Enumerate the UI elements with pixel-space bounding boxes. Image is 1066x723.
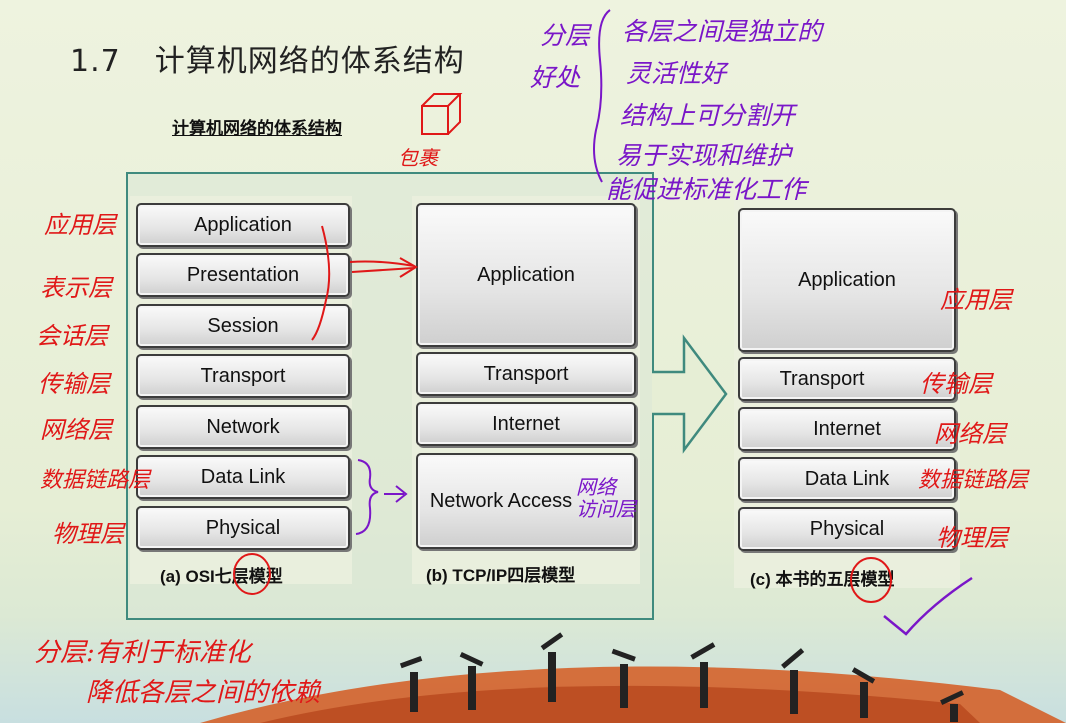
brace-arrow-icon xyxy=(384,485,408,503)
note-presentation-layer: 表示层 xyxy=(40,274,112,302)
note-benefit-2: 灵活性好 xyxy=(626,59,727,88)
note-bottom-2: 降低各层之间的依赖 xyxy=(86,678,321,708)
note-network-access: 网络 访问层 xyxy=(576,475,636,521)
figures-illustration xyxy=(399,632,964,722)
five-layer-transport: Transport xyxy=(738,357,956,401)
five-layer-physical: Physical xyxy=(738,507,956,551)
note-benefit-3: 结构上可分割开 xyxy=(620,101,796,130)
circle-mark-seven xyxy=(233,553,271,595)
tcpip-layer-network-access: Network Access xyxy=(416,453,636,549)
section-title: 计算机网络的体系结构 xyxy=(154,44,465,79)
osi-upper-brace xyxy=(311,225,331,341)
five-layer-internet: Internet xyxy=(738,407,956,451)
tcpip-layer-transport: Transport xyxy=(416,352,636,396)
five-caption: (c) 本书的五层模型 xyxy=(750,570,895,589)
note-right-transport: 传输层 xyxy=(920,370,992,398)
notes-bracket xyxy=(593,9,611,183)
note-network-layer: 网络层 xyxy=(40,416,112,444)
circle-mark-five xyxy=(850,557,892,603)
note-bottom-1: 分层:有利于标准化 xyxy=(34,638,251,668)
note-layering: 分层 xyxy=(540,21,591,50)
note-right-data-link: 数据链路层 xyxy=(918,468,1029,493)
note-benefits: 好处 xyxy=(530,63,581,92)
five-layer-data-link: Data Link xyxy=(738,457,956,501)
note-application-layer: 应用层 xyxy=(44,211,116,239)
transition-arrow xyxy=(652,334,728,454)
note-right-application: 应用层 xyxy=(940,286,1012,314)
section-number: 1.7 xyxy=(70,44,121,79)
osi-layer-network: Network xyxy=(136,405,350,449)
osi-lower-brace xyxy=(355,459,379,535)
osi-layer-transport: Transport xyxy=(136,354,350,398)
note-data-link-layer: 数据链路层 xyxy=(40,468,151,493)
osi-layer-session: Session xyxy=(136,304,350,348)
osi-caption: (a) OSI七层模型 xyxy=(160,567,283,586)
tcpip-layer-internet: Internet xyxy=(416,402,636,446)
note-physical-layer: 物理层 xyxy=(52,520,124,548)
osi-layer-presentation: Presentation xyxy=(136,253,350,297)
note-benefit-5: 能促进标准化工作 xyxy=(606,175,807,204)
osi-layer-data-link: Data Link xyxy=(136,455,350,499)
figure-subtitle: 计算机网络的体系结构 xyxy=(172,119,342,138)
mapping-arrow-icon xyxy=(349,257,418,278)
note-right-network: 网络层 xyxy=(934,420,1006,448)
osi-layer-application: Application xyxy=(136,203,350,247)
tcpip-layer-application: Application xyxy=(416,203,636,347)
page-title: 1.7 计算机网络的体系结构 xyxy=(70,36,465,80)
note-package: 包裹 xyxy=(398,146,438,170)
check-mark-icon xyxy=(883,576,973,636)
note-transport-layer: 传输层 xyxy=(38,370,110,398)
cube-sketch-icon xyxy=(421,93,463,135)
five-layer-application: Application xyxy=(738,208,956,352)
tcpip-caption: (b) TCP/IP四层模型 xyxy=(426,566,576,585)
osi-layer-physical: Physical xyxy=(136,506,350,550)
note-benefit-4: 易于实现和维护 xyxy=(616,141,792,170)
note-session-layer: 会话层 xyxy=(36,322,108,350)
note-right-physical: 物理层 xyxy=(936,524,1008,552)
note-benefit-1: 各层之间是独立的 xyxy=(622,17,823,46)
